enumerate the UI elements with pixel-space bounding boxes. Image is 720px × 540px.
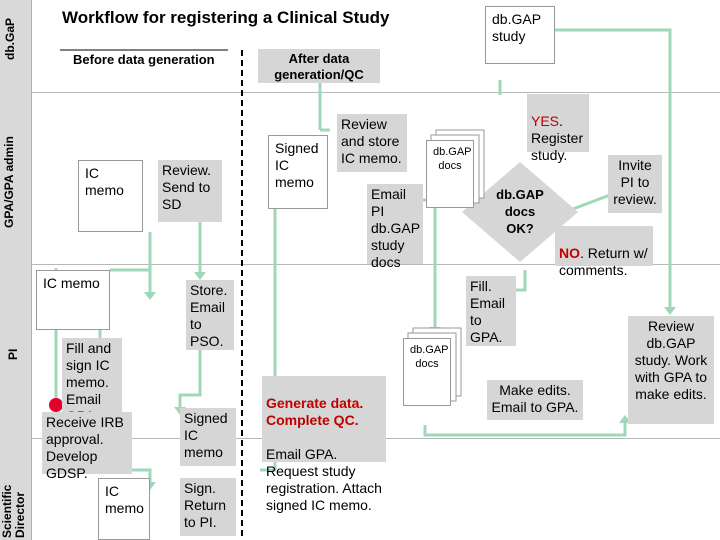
generate-data-heading: Generate data. Complete QC.	[266, 395, 364, 428]
lane-divider	[32, 92, 720, 93]
box-review-send-sd: Review. Send to SD	[158, 160, 222, 222]
box-no: NO. Return w/ comments.	[555, 226, 653, 278]
no-text: . Return w/ comments.	[559, 245, 648, 278]
box-review-store: Review and store IC memo.	[337, 114, 407, 172]
yes-label: YES	[531, 113, 560, 129]
lane-bar-sd	[0, 438, 32, 540]
box-fill-email-gpa: Fill. Email to GPA.	[466, 276, 516, 346]
header-after: After data generation/QC	[258, 49, 380, 83]
doc-dbgap-study: db.GAP study	[485, 6, 555, 64]
box-email-pi: Email PI db.GAP study docs	[367, 184, 423, 270]
doc-signed-ic-memo-gpa: Signed IC memo	[268, 135, 328, 209]
box-receive-irb: Receive IRB approval. Develop GDSP.	[42, 412, 132, 481]
doc-dbgap-docs-top: db.GAP docs	[426, 140, 474, 208]
lane-divider	[32, 264, 720, 265]
box-store-email-pso: Store. Email to PSO.	[186, 280, 234, 350]
box-yes: YES. Register study.	[527, 94, 589, 163]
generate-data-text: Email GPA. Request study registration. A…	[266, 446, 382, 513]
box-review-dbgap: Review db.GAP study. Work with GPA to ma…	[628, 316, 714, 424]
start-dot	[49, 398, 63, 412]
box-make-edits: Make edits. Email to GPA.	[487, 380, 583, 420]
box-sign-return: Sign. Return to PI.	[180, 478, 236, 536]
box-generate-data: Generate data. Complete QC. Email GPA. R…	[262, 376, 386, 513]
decision-label: db.GAP docs OK?	[496, 187, 544, 236]
page-title: Workflow for registering a Clinical Stud…	[62, 8, 390, 27]
lane-bar-gpa	[0, 92, 32, 264]
lane-bar-dbgap	[0, 0, 32, 92]
box-signed-ic-memo-sd: Signed IC memo	[180, 408, 236, 466]
doc-ic-memo-gpa: IC memo	[78, 160, 143, 232]
no-label: NO	[559, 245, 580, 261]
header-before: Before data generation	[73, 52, 215, 67]
yes-text: . Register study.	[531, 113, 584, 163]
doc-ic-memo-sd: IC memo	[98, 478, 150, 540]
doc-dbgap-docs-pi: db.GAP docs	[403, 338, 451, 406]
box-invite-pi: Invite PI to review.	[608, 155, 662, 213]
box-fill-sign: Fill and sign IC memo. Email GPA.	[62, 338, 122, 424]
doc-ic-memo-pi: IC memo	[36, 270, 110, 330]
lane-bar-pi	[0, 264, 32, 438]
